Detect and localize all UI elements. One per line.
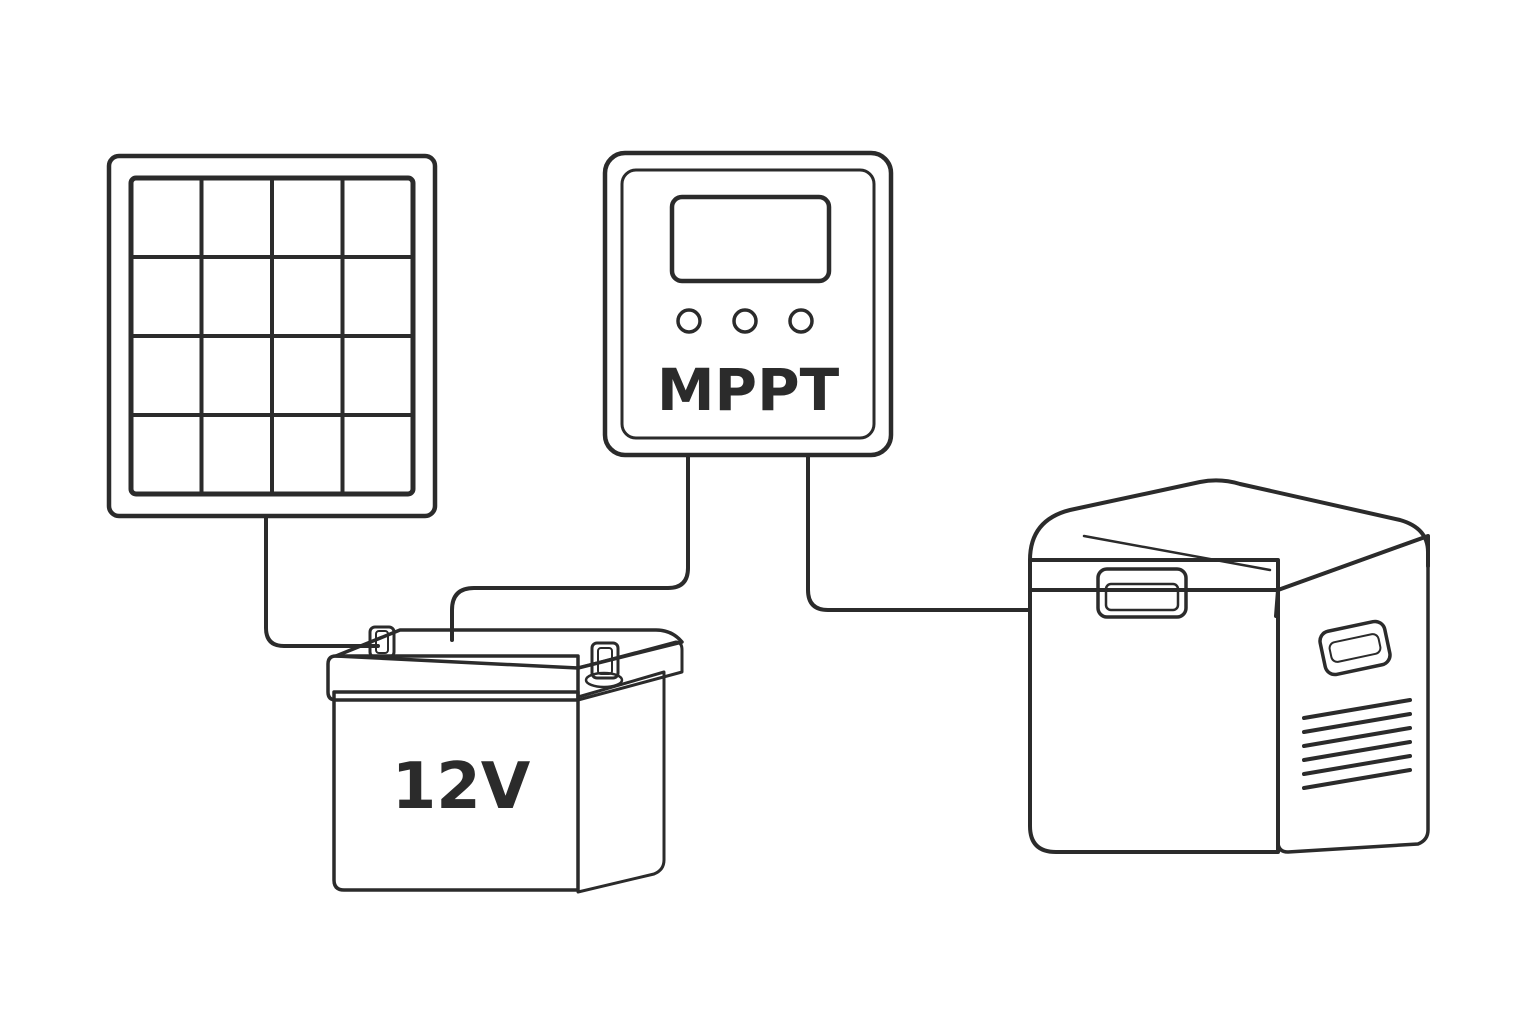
fridge-side-handle[interactable] (1318, 619, 1392, 677)
controller-buttons (676, 308, 814, 334)
battery-side-panel (576, 670, 666, 894)
fridge-vent-slot (1302, 768, 1412, 790)
controller-inner-casing (620, 168, 876, 440)
solar-panel-frame (106, 153, 438, 519)
controller-display (669, 194, 832, 284)
fridge-vent-slot (1302, 712, 1412, 734)
wire-controller-to-battery (450, 453, 690, 642)
battery-terminal-right (584, 641, 624, 689)
fridge-vent-slot (1302, 740, 1412, 762)
fridge-lid (1028, 478, 1430, 592)
fridge-side-handle-grip (1328, 633, 1382, 663)
solar-panel (106, 153, 438, 519)
mppt-controller: MPPT (602, 150, 894, 458)
fridge-vent-slot (1302, 726, 1412, 748)
controller-button[interactable] (676, 308, 702, 334)
fridge-lid-edge (1274, 544, 1430, 618)
controller-outer-casing (602, 150, 894, 458)
fridge-vent-slot (1302, 698, 1412, 720)
controller-button[interactable] (732, 308, 758, 334)
battery-terminal-left (368, 625, 396, 659)
controller-button[interactable] (788, 308, 814, 334)
solar-panel-cell-grid (131, 178, 413, 494)
fridge-lid-handle-inner (1104, 582, 1180, 612)
fridge-vent-slot (1302, 754, 1412, 776)
portable-fridge (1028, 478, 1430, 854)
battery-lid-front (326, 654, 580, 702)
controller-label: MPPT (657, 356, 840, 424)
battery-label: 12V (392, 750, 531, 824)
fridge-front-panel (1028, 558, 1280, 854)
battery-lid-top (334, 628, 684, 670)
battery-12v: 12V (326, 625, 684, 894)
battery-front-panel (332, 690, 580, 892)
wire-panel-to-battery (264, 514, 380, 648)
wire-controller-to-fridge (806, 453, 1032, 612)
fridge-lid-handle[interactable] (1096, 567, 1188, 619)
wires (264, 453, 1032, 648)
fridge-vent-slots (1302, 698, 1412, 790)
fridge-lid-seam (1082, 534, 1272, 572)
